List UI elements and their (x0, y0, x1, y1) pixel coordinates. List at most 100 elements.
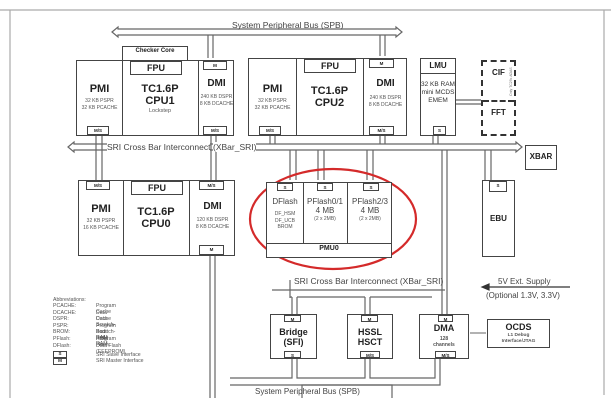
lmu-block: LMU 32 KB RAM mini MCDS EMEM S (420, 58, 456, 136)
abbrev-definition: Program Scratch-Pad RAM (96, 322, 116, 348)
ms-port: M/S (435, 351, 456, 358)
cif-label: CIF (492, 68, 505, 77)
lmu-label: LMU (421, 61, 455, 74)
supply-line1: 5V Ext. Supply (498, 277, 551, 286)
abbrev-term: DCACHE: (53, 309, 77, 316)
sri-top-arrow (67, 140, 523, 154)
dmi-memory: 240 KB DSPR 8 KB DCACHE (199, 94, 234, 107)
pmi-memory: 32 KB PSPR 32 KB PCACHE (254, 98, 291, 111)
abbrev-definition: Boot ROM (96, 329, 109, 342)
pflash01-label: PFlash0/1 4 MB (306, 197, 344, 215)
pmi-memory: 32 KB PSPR 16 KB PCACHE (83, 218, 119, 231)
dmi-label: DMI (207, 78, 226, 89)
cif-fft-block: CIF FFT Only TC29x ADAS (481, 60, 516, 136)
dmi-memory: 240 KB DSPR 8 KB DCACHE (368, 95, 403, 108)
pmi-memory: 32 KB PSPR 32 KB PCACHE (81, 98, 118, 111)
spb-top-label: System Peripheral Bus (SPB) (232, 20, 344, 30)
pflash23-sub: (2 x 2MB) (359, 216, 381, 222)
dma-channels: 128 channels (433, 336, 455, 348)
master-port: M (203, 61, 227, 70)
dmi-memory: 120 KB DSPR 8 KB DCACHE (195, 217, 230, 230)
cpu-core-label: TC1.6P CPU2 (310, 85, 349, 109)
cpu-core-label: TC1.6P CPU0 (137, 206, 175, 230)
master-port: M (199, 245, 224, 255)
slave-port: S (489, 181, 507, 192)
slave-port: S (277, 183, 293, 191)
master-key: M (53, 358, 67, 365)
abbrev-definition: Program Flash (96, 336, 116, 349)
highlight-ellipse (248, 167, 418, 271)
fpu-box: FPU (130, 61, 182, 75)
slave-port: S (363, 183, 379, 191)
dflash-sub: DF_HSM DF_UCB BROM (274, 211, 296, 230)
pmi-label: PMI (89, 83, 110, 95)
abbrev-definition: Data Flash (EEEPROM) (96, 342, 126, 355)
sri-top-label: SRI Cross Bar Interconnect (107, 142, 211, 152)
pmu0-label: PMU0 (319, 245, 339, 252)
ebu-block: S EBU (482, 180, 515, 257)
sri-top-label-suffix: (XBar_SRI) (213, 142, 257, 152)
ms-port: M/S (203, 126, 227, 135)
lmu-memory: 32 KB RAM mini MCDS EMEM (421, 81, 455, 104)
abbrev-term: DSPR: (53, 316, 69, 323)
dmi-label: DMI (203, 201, 222, 212)
abbrev-term: BROM: (53, 329, 71, 336)
hssl-label: HSSL HSCT (357, 327, 383, 347)
slave-port: S (433, 126, 446, 135)
pmu0-block: S S S DFlash DF_HSM DF_UCB BROM PFlash0/… (266, 182, 392, 258)
checker-core-label: Checker Core (135, 48, 175, 54)
dma-label: DMA (433, 323, 455, 333)
slave-key: S (53, 351, 67, 358)
dflash-label: DFlash (272, 197, 298, 206)
dmi-label: DMI (376, 78, 395, 89)
master-port: M (438, 315, 453, 322)
bridge-block: M Bridge (SFI) S (270, 314, 317, 359)
master-port: M (284, 315, 301, 322)
pmi-label: PMI (262, 83, 283, 95)
ms-port: M/S (360, 351, 380, 358)
master-desc: SRI Master Interface (96, 358, 144, 364)
abbrev-definition: Program Cache (96, 303, 116, 316)
dma-block: M DMA 128 channels M/S (419, 314, 469, 359)
abbrev-title: Abbreviations: (53, 297, 86, 303)
pflash01-sub: (2 x 2MB) (314, 216, 336, 222)
ms-port: M/S (259, 126, 281, 135)
ms-port: M/S (86, 181, 110, 190)
cpu-core-label: TC1.6P CPU1 (141, 83, 179, 107)
abbrev-term: DFlash: (53, 342, 71, 349)
pflash23-label: PFlash2/3 4 MB (351, 197, 389, 215)
ms-port: M/S (199, 181, 224, 190)
cpu2-block: PMI 32 KB PSPR 32 KB PCACHE FPU TC1.6P C… (248, 58, 407, 136)
slave-desc: SRI Slave Interface (96, 352, 141, 358)
fpu-box: FPU (131, 181, 183, 195)
ms-port: M/S (369, 126, 394, 135)
slave-port: S (284, 351, 301, 358)
abbrev-definition: Data Cache (96, 309, 111, 322)
cpu0-block: PMI 32 KB PSPR 16 KB PCACHE FPU TC1.6P C… (78, 180, 235, 256)
hssl-block: M HSSL HSCT M/S (347, 314, 393, 359)
spb-bottom-label: System Peripheral Bus (SPB) (255, 387, 360, 396)
ocds-sub: L1 Debug Interface/JTAG (501, 333, 536, 344)
ocds-label: OCDS (505, 322, 532, 332)
pmi-label: PMI (91, 203, 111, 215)
supply-line2: (Optional 1.3V, 3.3V) (486, 291, 560, 300)
master-port: M (369, 59, 394, 68)
abbrev-term: PCACHE: (53, 303, 77, 309)
adas-note: Only TC29x ADAS (509, 67, 513, 96)
abbrev-definition: Data Scratch-Pad RAM (96, 316, 116, 341)
cpu1-block: PMI 32 KB PSPR 32 KB PCACHE FPU TC1.6P C… (76, 60, 234, 136)
slave-port: S (317, 183, 333, 191)
lockstep-label: Lockstep (148, 108, 171, 114)
ebu-label: EBU (490, 214, 507, 223)
ms-port: M/S (87, 126, 109, 135)
abbrev-term: PFlash: (53, 336, 71, 342)
abbrev-term: PSPR: (53, 322, 69, 329)
bridge-label: Bridge (SFI) (279, 327, 308, 347)
sri-bottom-label: SRI Cross Bar Interconnect (XBar_SRI) (294, 276, 444, 286)
xbar-box: XBAR (525, 145, 557, 170)
fft-label: FFT (491, 108, 506, 117)
master-port: M (361, 315, 378, 322)
fpu-box: FPU (304, 59, 356, 73)
